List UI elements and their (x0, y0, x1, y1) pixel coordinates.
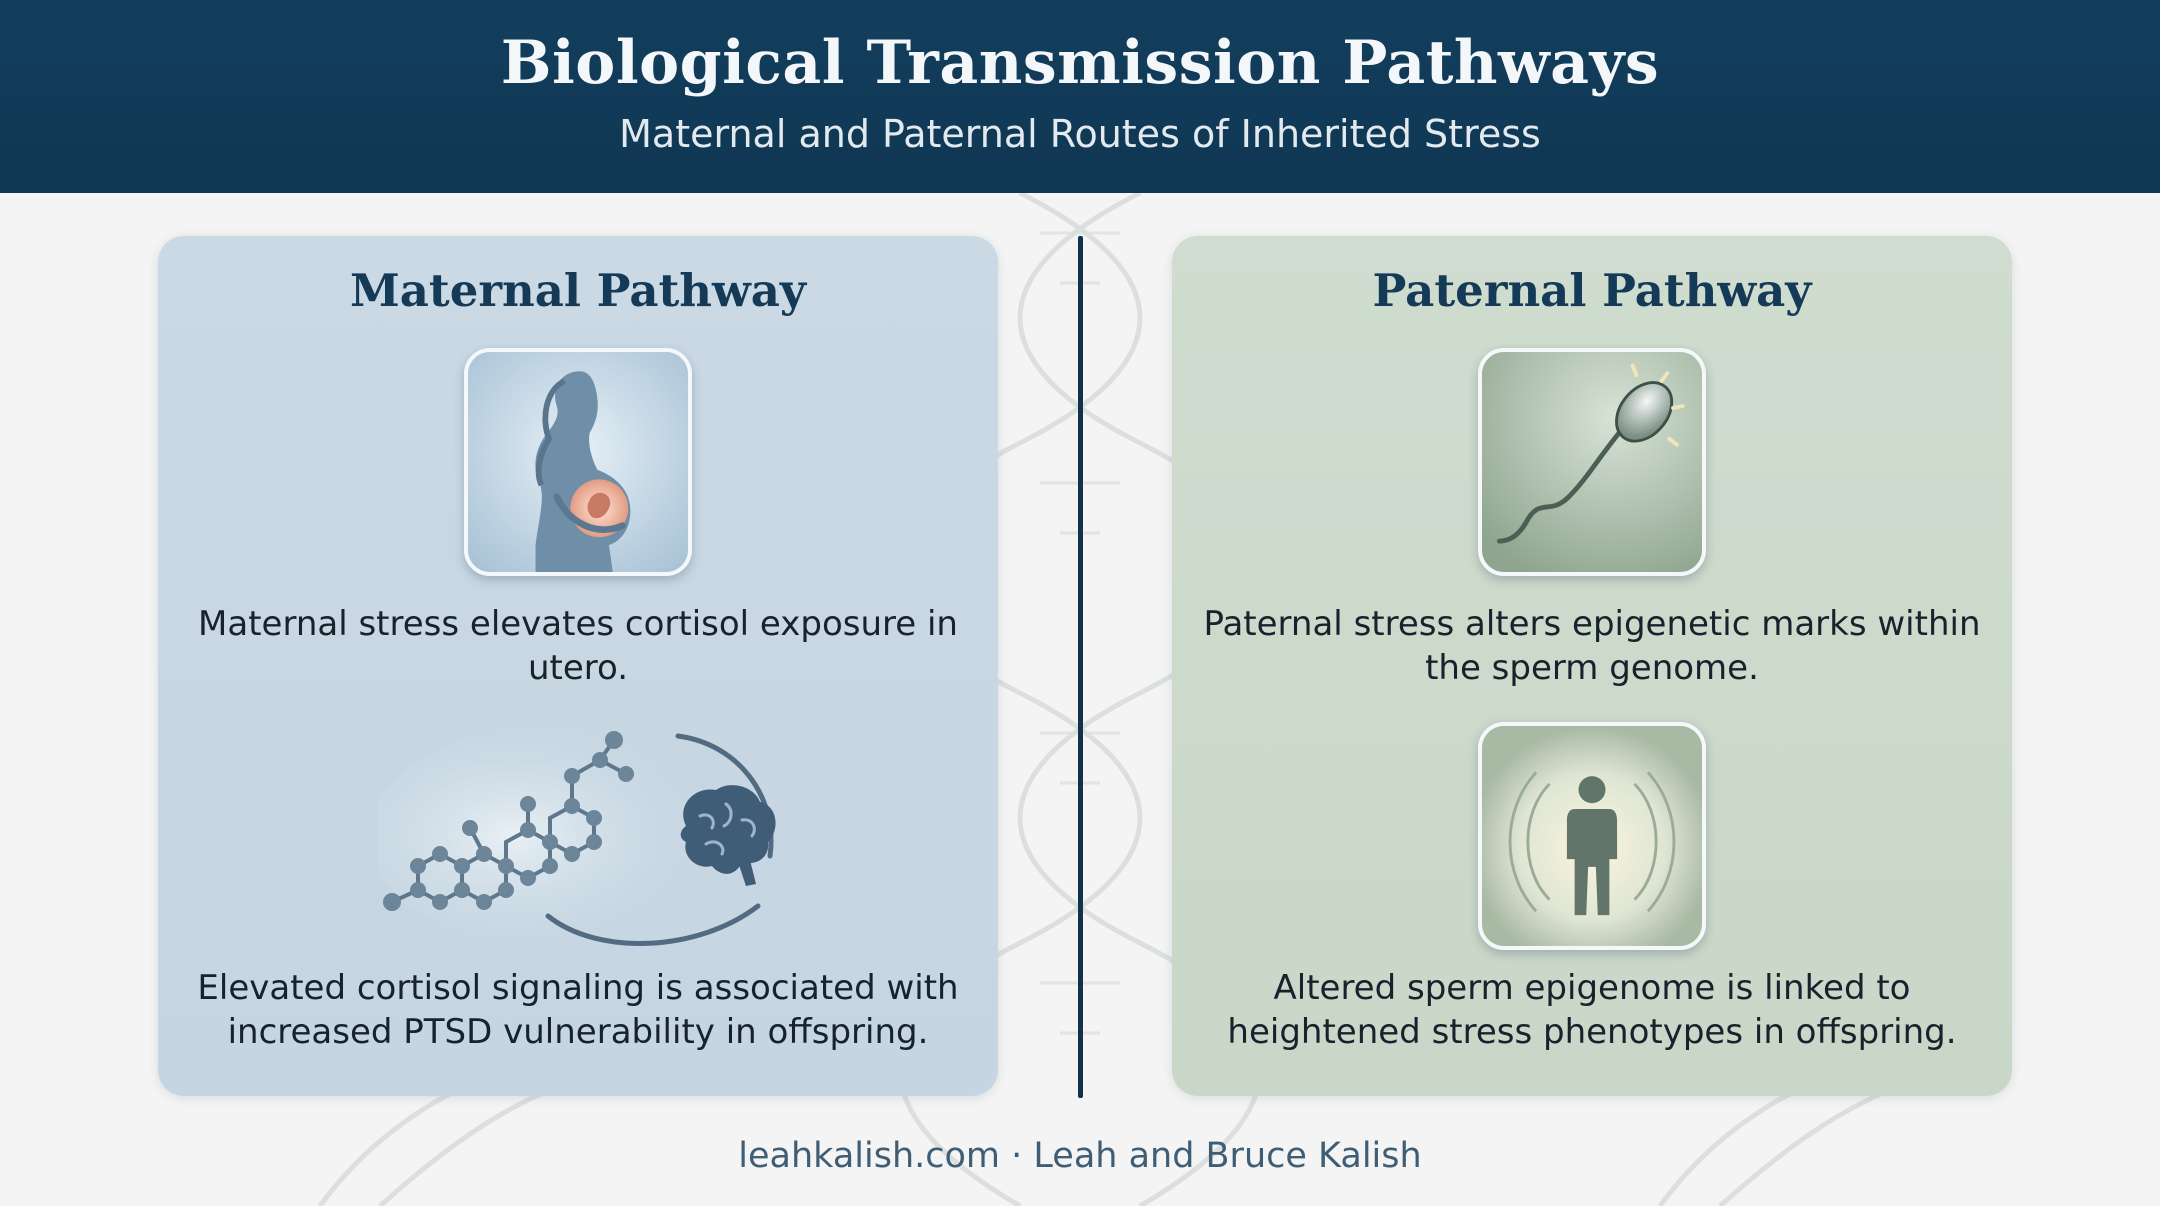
footer-credit: leahkalish.com · Leah and Bruce Kalish (738, 1136, 1422, 1176)
maternal-panel-title: Maternal Pathway (349, 264, 807, 317)
center-divider (1078, 236, 1083, 1098)
person-with-stress-waves-icon (1478, 722, 1706, 950)
paternal-panel-title: Paternal Pathway (1372, 264, 1812, 317)
sperm-cell-icon (1478, 348, 1706, 576)
cortisol-ptsd-text: Elevated cortisol signaling is associate… (197, 968, 959, 1052)
maternal-pathway-panel: Maternal Pathway Maternal stress elevate… (158, 236, 998, 1096)
epigenome-phenotype-text: Altered sperm epigenome is linked to hei… (1227, 968, 1957, 1052)
cortisol-molecule-to-brain-icon (378, 726, 776, 946)
paternal-stress-text: Paternal stress alters epigenetic marks … (1203, 604, 1981, 688)
page-subtitle: Maternal and Paternal Routes of Inherite… (619, 112, 1541, 156)
paternal-pathway-panel: Paternal Pathway Paternal stress alters … (1172, 236, 2012, 1096)
page-title: Biological Transmission Pathways (500, 28, 1660, 98)
header-banner: Biological Transmission Pathways Materna… (0, 0, 2160, 193)
pregnant-woman-with-fetus-icon (464, 348, 692, 576)
maternal-stress-text: Maternal stress elevates cortisol exposu… (198, 604, 958, 688)
